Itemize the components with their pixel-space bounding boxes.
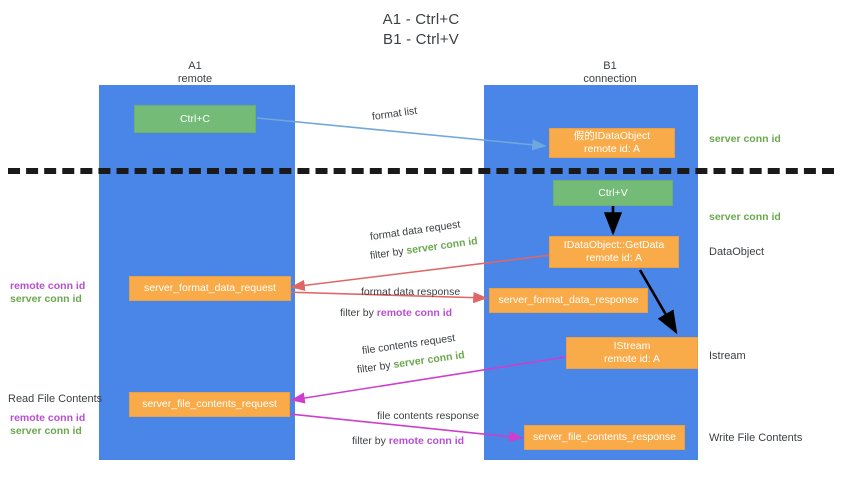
phase-separator <box>8 168 834 174</box>
note-istream: Istream <box>709 350 746 362</box>
node-ctrl-v-label: Ctrl+V <box>598 186 628 199</box>
node-fake-dataobject-line2: remote id: A <box>583 143 641 155</box>
title-line-2: B1 - Ctrl+V <box>383 31 459 48</box>
node-ctrl-c[interactable]: Ctrl+C <box>134 105 256 133</box>
node-ctrl-c-label: Ctrl+C <box>179 112 211 125</box>
node-ctrl-v[interactable]: Ctrl+V <box>553 180 673 206</box>
edge-label-format-list: format list <box>371 104 418 124</box>
column-a1-role: remote <box>177 73 213 85</box>
edge-label-format-data-response: format data response <box>361 286 461 298</box>
node-server-file-contents-response-label: server_file_contents_response <box>532 431 676 443</box>
node-fake-dataobject-line1: 假的IDataObject <box>573 130 651 142</box>
note-dataobject: DataObject <box>709 246 765 258</box>
column-b1-name: B1 <box>603 60 617 72</box>
node-server-file-contents-request-label: server_file_contents_request <box>142 398 277 410</box>
node-server-format-data-request-label: server_format_data_request <box>144 282 276 294</box>
note-read-file-contents: Read File Contents <box>8 393 103 405</box>
node-server-file-contents-response[interactable]: server_file_contents_response <box>524 425 685 450</box>
node-fake-dataobject[interactable]: 假的IDataObject remote id: A <box>549 128 675 158</box>
filter-value-server-conn-id-1: server conn id <box>405 235 479 257</box>
node-istream[interactable]: IStream remote id: A <box>566 337 698 369</box>
note-server-conn-id-mid: server conn id <box>709 211 781 223</box>
node-server-format-data-response[interactable]: server_format_data_response <box>489 288 648 313</box>
column-header-a1: A1 remote <box>115 60 275 86</box>
node-server-format-data-response-label: server_format_data_response <box>498 294 639 306</box>
note-write-file-contents: Write File Contents <box>709 432 803 444</box>
node-istream-line1: IStream <box>613 340 651 352</box>
filter-value-remote-conn-id-2: remote conn id <box>388 435 465 447</box>
note-remote-conn-id-1: remote conn id <box>10 280 86 292</box>
node-getdata[interactable]: IDataObject::GetData remote id: A <box>549 236 679 268</box>
node-server-file-contents-request[interactable]: server_file_contents_request <box>129 392 290 417</box>
column-header-b1: B1 connection <box>530 60 690 86</box>
title-line-1: A1 - Ctrl+C <box>382 11 460 28</box>
note-server-conn-id-top: server conn id <box>709 133 781 145</box>
node-server-format-data-request[interactable]: server_format_data_request <box>129 276 291 301</box>
node-istream-line2: remote id: A <box>603 353 661 365</box>
node-getdata-line2: remote id: A <box>585 252 643 264</box>
diagram-title: A1 - Ctrl+C B1 - Ctrl+V <box>0 10 842 50</box>
column-a1-name: A1 <box>188 60 202 72</box>
column-b1-role: connection <box>583 73 637 85</box>
note-remote-conn-id-2: remote conn id <box>10 412 86 424</box>
node-getdata-line1: IDataObject::GetData <box>563 239 665 251</box>
edge-label-file-contents-response: file contents response <box>377 410 480 422</box>
edge-filter-file-contents-response: filter by remote conn id <box>352 435 465 447</box>
edge-filter-format-data-response: filter by remote conn id <box>340 307 453 319</box>
filter-value-remote-conn-id-1: remote conn id <box>376 307 453 319</box>
note-server-conn-id-1: server conn id <box>10 293 82 305</box>
note-server-conn-id-2: server conn id <box>10 425 82 437</box>
